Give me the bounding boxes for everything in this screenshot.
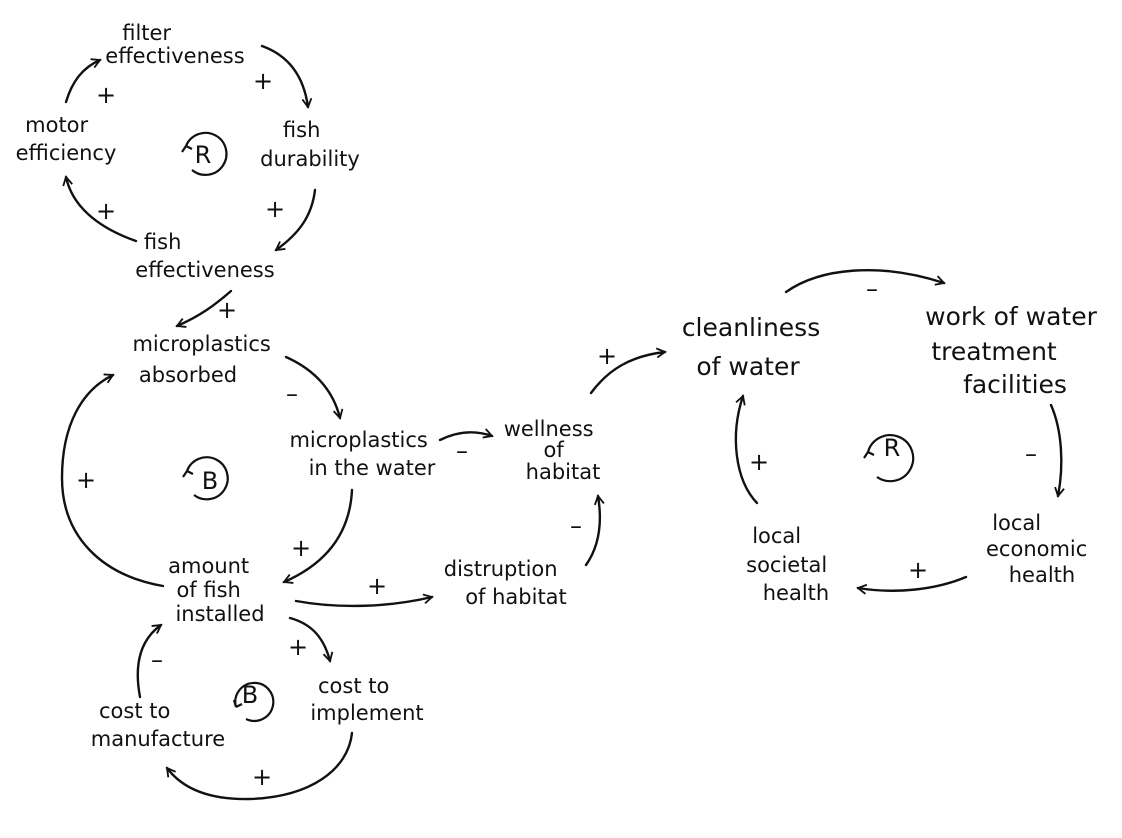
polarity-cost-implement-to-manufacture: + <box>252 763 272 791</box>
polarity-water-to-amount: + <box>291 534 311 562</box>
node-wellness-of-habitat: wellness of habitat <box>504 417 601 484</box>
loop-marker-bottom-balancing: B <box>232 681 275 722</box>
svg-text:B: B <box>202 467 218 495</box>
edge-water-to-wellness <box>438 432 492 442</box>
polarity-water-to-wellness: – <box>456 437 468 465</box>
edge-fish-effectiveness-to-motor <box>66 177 138 243</box>
svg-text:R: R <box>195 141 212 169</box>
edge-economic-to-societal <box>858 575 968 591</box>
edge-amount-to-cost-implement <box>288 616 330 661</box>
edge-wellness-to-cleanliness <box>589 352 665 395</box>
edge-durability-to-fish-effectiveness <box>276 188 317 252</box>
edge-disruption-to-wellness <box>584 496 600 567</box>
edge-water-to-amount <box>284 488 354 582</box>
polarity-motor-to-filter: + <box>96 81 116 109</box>
polarity-disruption-to-wellness: – <box>570 512 582 540</box>
edge-cleanliness-to-treatment <box>784 268 944 294</box>
polarity-amount-to-absorbed: + <box>76 466 96 494</box>
edge-motor-to-filter <box>64 60 100 104</box>
polarity-amount-to-disruption: + <box>367 572 387 600</box>
node-cost-to-implement: cost to implement <box>310 674 423 725</box>
polarity-absorbed-to-water: – <box>286 380 298 408</box>
edge-societal-to-cleanliness <box>734 396 759 505</box>
polarity-manufacture-to-amount: – <box>151 646 163 674</box>
polarity-economic-to-societal: + <box>908 556 928 584</box>
polarity-treatment-to-economic: – <box>1025 440 1037 468</box>
loop-marker-right-reinforcing: R <box>863 434 915 483</box>
polarity-wellness-to-cleanliness: + <box>597 342 617 370</box>
node-disruption-of-habitat: distruption of habitat <box>444 557 567 609</box>
node-cleanliness-of-water: cleanliness of water <box>682 313 828 381</box>
node-fish-durability: fish durability <box>260 118 360 171</box>
node-filter-effectiveness: filter effectiveness <box>105 21 244 68</box>
edge-filter-to-durability <box>260 44 308 107</box>
node-cost-to-manufacture: cost to manufacture <box>91 699 225 751</box>
node-motor-efficiency: motor efficiency <box>16 113 117 165</box>
edge-amount-to-disruption <box>294 597 432 608</box>
svg-text:B: B <box>242 681 258 709</box>
edge-fish-effectiveness-to-absorbed <box>177 289 233 326</box>
polarity-fish-effectiveness-to-motor: + <box>96 197 116 225</box>
node-local-societal-health: local societal health <box>746 524 834 605</box>
edge-cost-implement-to-manufacture <box>165 731 354 801</box>
polarity-durability-to-fish-effectiveness: + <box>265 195 285 223</box>
polarity-societal-to-cleanliness: + <box>749 448 769 476</box>
loop-marker-top-reinforcing: R <box>181 131 228 176</box>
svg-text:R: R <box>884 434 901 462</box>
loop-marker-middle-balancing: B <box>182 456 229 501</box>
edge-amount-to-absorbed <box>60 375 165 588</box>
node-work-of-water-treatment: work of water treatment facilities <box>925 302 1105 399</box>
polarity-filter-to-durability: + <box>253 67 273 95</box>
node-local-economic-health: local economic health <box>986 511 1094 587</box>
edge-treatment-to-economic <box>1049 403 1061 496</box>
node-microplastics-absorbed: microplastics absorbed <box>132 332 277 387</box>
edge-manufacture-to-amount <box>136 623 161 699</box>
edge-absorbed-to-water <box>284 355 340 418</box>
node-amount-of-fish-installed: amount of fish installed <box>168 554 264 626</box>
polarity-fish-effectiveness-to-absorbed: + <box>217 296 237 324</box>
polarity-cleanliness-to-treatment: – <box>866 275 878 303</box>
polarity-amount-to-cost-implement: + <box>288 633 308 661</box>
node-fish-effectiveness: fish effectiveness <box>135 230 274 282</box>
node-microplastics-in-water: microplastics in the water <box>289 428 435 480</box>
